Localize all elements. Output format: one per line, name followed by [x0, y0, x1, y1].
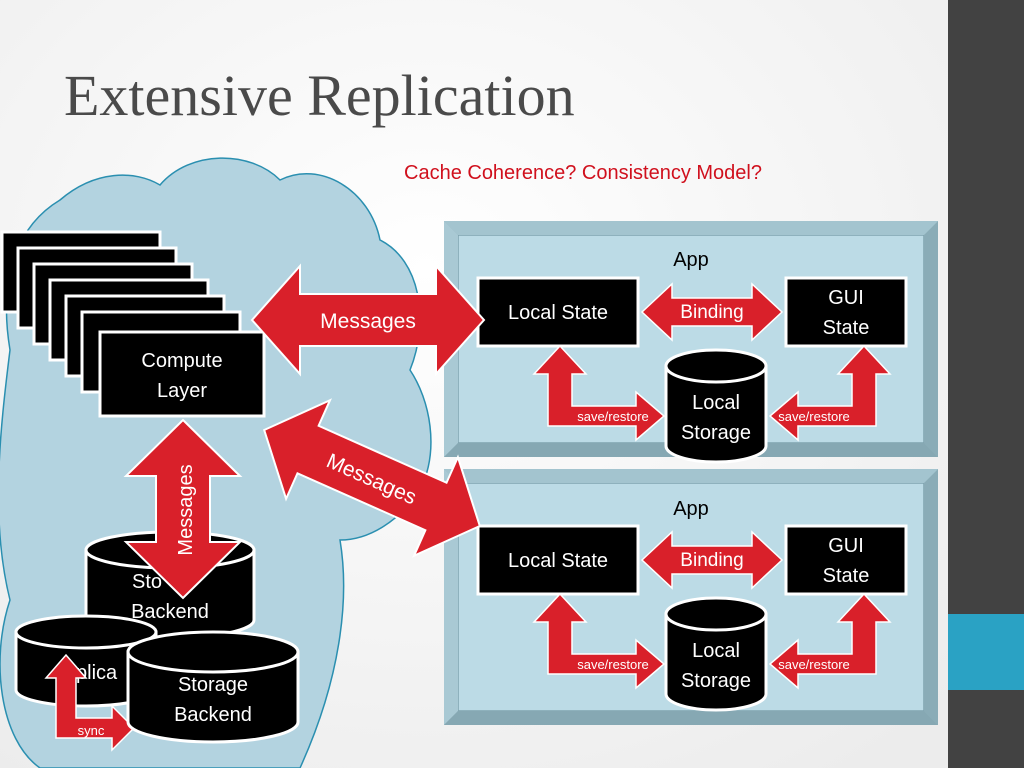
app-1-local-storage-label-2: Storage [681, 422, 751, 444]
slide-subtitle: Cache Coherence? Consistency Model? [404, 162, 762, 184]
app-1-title: App [673, 249, 709, 271]
app-1-gui-state-label-2: State [823, 317, 870, 339]
app-panel-2: App Local State GUI State Binding save/r… [444, 469, 938, 725]
app-2-save-restore-label-left: save/restore [577, 657, 649, 672]
slide-title: Extensive Replication [64, 63, 575, 128]
app-1-save-restore-arrow-left [532, 344, 666, 442]
app-2-gui-state-box [784, 524, 908, 596]
storage-backend-partial-label-1: Sto [132, 571, 162, 593]
sync-label: sync [78, 723, 105, 738]
storage-backend: Storage Backend [126, 630, 300, 744]
app-1-save-restore-label-right: save/restore [778, 409, 850, 424]
app-2-binding-label: Binding [680, 550, 743, 571]
app-panel-1: App Local State GUI State Binding save/r… [444, 221, 938, 464]
app-1-binding-arrow [640, 282, 784, 342]
storage-backend-label-2: Backend [174, 704, 252, 726]
app-1-local-storage-label-1: Local [692, 392, 740, 414]
app-2-gui-state-label-2: State [823, 565, 870, 587]
app-2-save-restore-label-right: save/restore [778, 657, 850, 672]
app-2-local-state-box [476, 524, 640, 596]
app-1-save-restore-label-left: save/restore [577, 409, 649, 424]
app-2-local-storage-label-2: Storage [681, 670, 751, 692]
messages-label-vertical: Messages [175, 464, 197, 555]
app-1-binding-label: Binding [680, 302, 743, 323]
app-1-save-restore-arrow-right [768, 344, 892, 442]
app-2-local-storage-label-1: Local [692, 640, 740, 662]
storage-backend-label-1: Storage [178, 674, 248, 696]
compute-layer-label-2: Layer [157, 380, 207, 402]
sync-arrow: sync [44, 653, 136, 752]
compute-layer-stack: Compute Layer [0, 230, 266, 418]
app-1-local-storage-cylinder [664, 364, 768, 464]
messages-label-top: Messages [320, 310, 416, 333]
messages-arrow-vertical: Messages [123, 418, 243, 600]
sidebar-accent [948, 614, 1024, 690]
app-2-title: App [673, 498, 709, 520]
app-2-binding-arrow [640, 530, 784, 590]
app-1-local-state-label: Local State [508, 302, 608, 324]
app-1-gui-state-label-1: GUI [828, 287, 864, 309]
app-2-local-state-label: Local State [508, 550, 608, 572]
replica-cylinder: plica [14, 614, 158, 708]
compute-layer-label-1: Compute [141, 350, 222, 372]
storage-backend-partial-label-2: Backend [131, 601, 209, 623]
app-2-save-restore-arrow-left [532, 592, 666, 690]
app-2-local-storage-cylinder [664, 612, 768, 712]
messages-arrow-top: Messages [250, 263, 486, 377]
app-1-local-state-box [476, 276, 640, 348]
app-2-gui-state-label-1: GUI [828, 535, 864, 557]
compute-layer-box [98, 330, 266, 418]
app-1-gui-state-box [784, 276, 908, 348]
app-2-save-restore-arrow-right [768, 592, 892, 690]
